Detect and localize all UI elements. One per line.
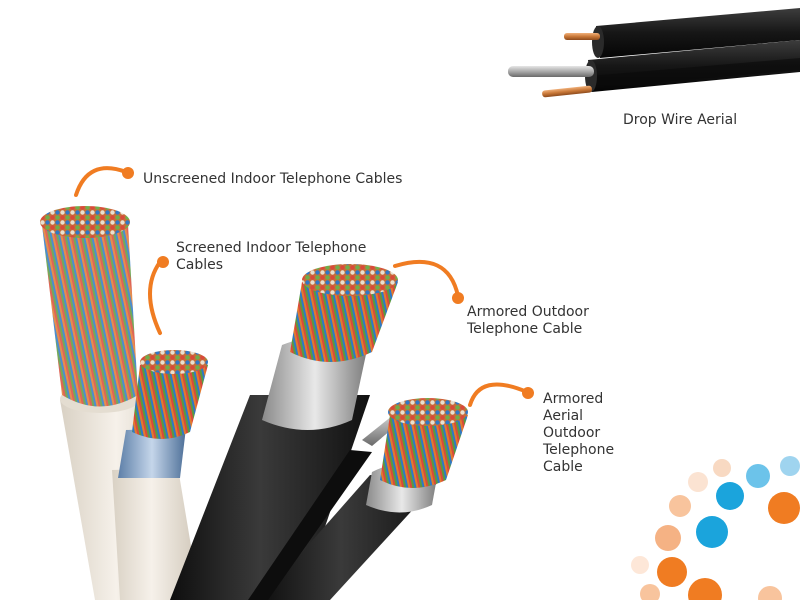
armored-aerial-cable [248,398,468,600]
label-screened-indoor-line-1: Screened Indoor Telephone [176,240,367,256]
callout-arc-unscreened [74,166,128,197]
callout-arc-armored-outdoor [393,259,460,298]
label-armored-aerial-line-1: Armored [543,391,604,407]
label-armored-outdoor-line-1: Armored Outdoor [467,304,589,320]
callout-arc-armored-aerial [468,382,529,407]
drop-wire-cable [508,8,800,98]
label-drop-wire-aerial: Drop Wire Aerial [623,112,737,129]
decorative-dots [631,456,800,600]
callout-dots [122,167,534,399]
label-unscreened-indoor: Unscreened Indoor Telephone Cables [143,171,402,188]
label-unscreened-indoor-text: Unscreened Indoor Telephone Cables [143,171,403,187]
label-armored-aerial-line-2: Aerial [543,408,584,424]
label-armored-aerial-line-5: Cable [543,459,583,475]
callout-arcs [74,166,529,407]
label-armored-aerial: Armored Aerial Outdoor Telephone Cable [543,391,614,476]
screened-indoor-cable [112,350,208,600]
label-armored-outdoor-line-2: Telephone Cable [467,321,583,337]
label-screened-indoor-line-2: Cables [176,257,224,273]
label-armored-aerial-line-4: Telephone [543,442,615,458]
label-drop-wire-aerial-text: Drop Wire Aerial [623,112,738,128]
armored-outdoor-cable [170,264,398,600]
callout-arc-screened [148,260,162,335]
label-armored-aerial-line-3: Outdoor [543,425,601,441]
label-armored-outdoor: Armored Outdoor Telephone Cable [467,304,589,338]
label-screened-indoor: Screened Indoor Telephone Cables [176,240,366,274]
